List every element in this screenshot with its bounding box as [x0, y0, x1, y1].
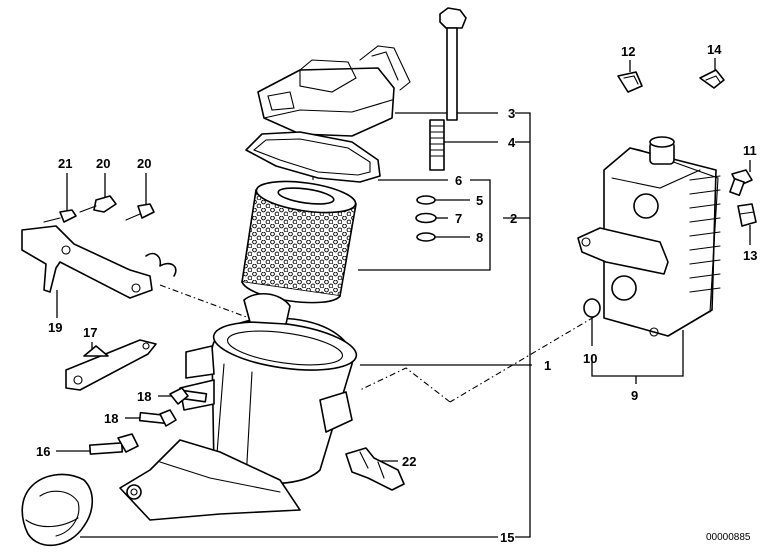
callout-18-upper: 18 [137, 389, 151, 404]
callout-14: 14 [707, 42, 722, 57]
callout-9: 9 [631, 388, 638, 403]
callout-6: 6 [455, 173, 462, 188]
callout-12: 12 [621, 44, 635, 59]
callout-8: 8 [476, 230, 483, 245]
callout-21: 21 [58, 156, 72, 171]
callout-15: 15 [500, 530, 514, 545]
callout-20-left: 20 [96, 156, 110, 171]
reference-number: 00000885 [706, 532, 751, 543]
intake-cover [257, 45, 411, 137]
lower-bracket [119, 439, 301, 521]
bracket-19 [21, 225, 177, 299]
callout-11: 11 [743, 143, 757, 158]
clips [617, 69, 725, 93]
callout-labels: 1 2 3 4 5 6 7 8 9 10 11 12 13 14 15 16 1… [36, 42, 757, 545]
oil-cooler [577, 136, 721, 337]
callout-3: 3 [508, 106, 515, 121]
long-bolts-18-16 [88, 387, 208, 455]
small-bolts [43, 195, 155, 223]
air-filter-element [241, 180, 357, 304]
callout-20-right: 20 [137, 156, 151, 171]
callout-16: 16 [36, 444, 50, 459]
intake-hose [21, 473, 94, 547]
callout-17: 17 [83, 325, 97, 340]
callout-4: 4 [508, 135, 516, 150]
gasket-ring [245, 131, 381, 183]
callout-5: 5 [476, 193, 483, 208]
cooler-fittings [729, 169, 757, 227]
callout-1: 1 [544, 358, 551, 373]
mounting-plate [65, 339, 157, 391]
callout-2: 2 [510, 211, 517, 226]
o-rings [415, 195, 437, 242]
callout-18-lower: 18 [104, 411, 118, 426]
callout-7: 7 [455, 211, 462, 226]
seal-ring [583, 298, 601, 318]
temperature-sensor [345, 447, 405, 491]
callout-19: 19 [48, 320, 62, 335]
callout-13: 13 [743, 248, 757, 263]
callout-22: 22 [402, 454, 416, 469]
filter-housing [179, 293, 358, 485]
callout-10: 10 [583, 351, 597, 366]
long-bolt [429, 7, 467, 171]
